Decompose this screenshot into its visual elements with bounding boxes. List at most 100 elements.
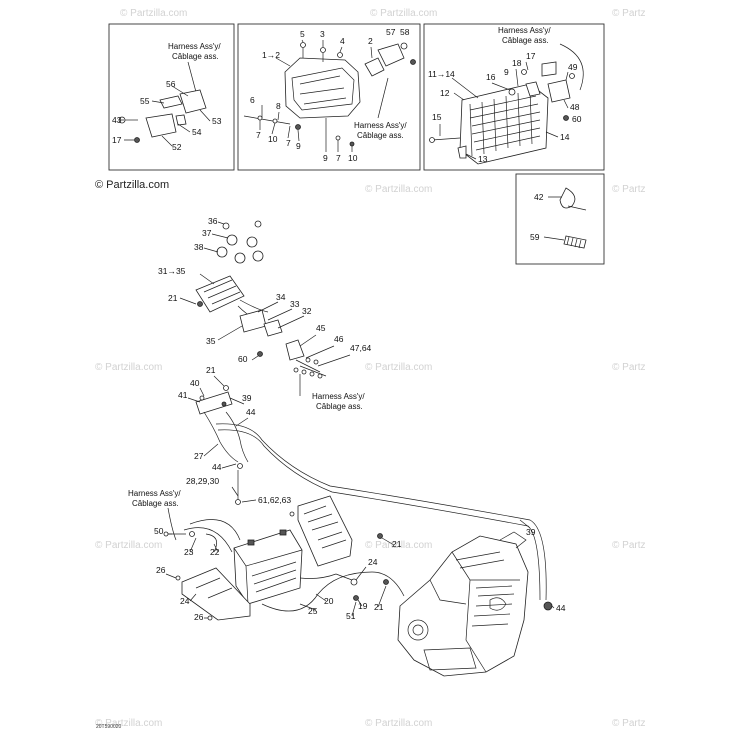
part-label: 58 — [400, 27, 410, 37]
washer — [257, 115, 263, 121]
part-label: 8 — [276, 101, 281, 111]
inset-frame — [108, 23, 235, 171]
engine-pulley — [407, 619, 429, 641]
part-label: 61,62,63 — [258, 495, 291, 505]
harness-label: Câblage ass. — [502, 36, 549, 45]
part-label: 44 — [246, 407, 256, 417]
screw — [289, 511, 295, 517]
watermark: © Partzilla.com — [95, 540, 162, 551]
panel-ribs — [303, 505, 347, 549]
fuse — [457, 145, 467, 159]
leader-line — [187, 61, 197, 93]
terminal — [350, 578, 358, 586]
battery-cable — [183, 519, 241, 553]
inset-box-hardware: 42 59 — [515, 173, 605, 265]
part-label: 21 — [168, 293, 178, 303]
part-label: 21 — [374, 602, 384, 612]
part-label: 31→35 — [158, 266, 186, 276]
part-label: 15 — [432, 112, 442, 122]
part-label: 19 — [358, 601, 368, 611]
part-label: 24 — [368, 557, 378, 567]
part-label: 56 — [166, 79, 176, 89]
engine-fins — [455, 551, 515, 627]
cable — [203, 411, 239, 463]
leader-lines — [179, 221, 351, 396]
inset-frame — [423, 23, 605, 171]
grommet-ribs — [566, 236, 582, 249]
part-label: 54 — [192, 127, 202, 137]
part-label: 43 — [112, 115, 122, 125]
part-label: 7 — [336, 153, 341, 163]
cable-tie — [559, 187, 576, 209]
nut — [197, 301, 203, 307]
bulb — [364, 57, 385, 77]
screw — [569, 73, 575, 79]
socket-cap — [400, 42, 408, 50]
part-label: 3 — [320, 29, 325, 39]
part-label: 55 — [140, 96, 150, 106]
tray-ribs — [195, 577, 233, 599]
harness-label: Harness Ass'y/ — [498, 26, 551, 35]
engine-edges — [429, 551, 520, 673]
watermark: © Partz — [612, 8, 646, 19]
connector-clip — [525, 81, 541, 97]
watermarks: © Partzilla.com © Partzilla.com © Partz … — [95, 8, 646, 729]
screw — [223, 385, 229, 391]
nut — [349, 141, 355, 147]
part-label: 21 — [392, 539, 402, 549]
connector-housing — [179, 89, 207, 114]
inset-box-regulator: Harness Ass'y/ Câblage ass. 11→14 17 18 … — [423, 23, 605, 171]
screw-head — [429, 137, 435, 143]
leader-line — [167, 507, 177, 541]
watermark: © Partz — [612, 184, 646, 195]
ignition-module — [195, 275, 245, 313]
terminal — [313, 359, 319, 365]
part-label: 44 — [212, 462, 222, 472]
harness-label: Câblage ass. — [172, 52, 219, 61]
part-label: 48 — [570, 102, 580, 112]
harness-label: Harness Ass'y/ — [128, 489, 181, 498]
part-label: 60 — [238, 354, 248, 364]
part-label: 60 — [572, 114, 582, 124]
cable-tie-tail — [567, 205, 587, 211]
watermark: © Partzilla.com — [365, 362, 432, 373]
copyright-notice: © Partzilla.com — [95, 179, 169, 191]
cable-end — [543, 601, 553, 611]
part-label: 47,64 — [350, 343, 372, 353]
drop-mark — [257, 351, 263, 357]
connector — [263, 319, 283, 337]
part-label: 40 — [190, 378, 200, 388]
watermark: © Partzilla.com — [95, 362, 162, 373]
nut — [295, 124, 301, 130]
watermark: © Partzilla.com — [370, 8, 437, 19]
ground-cable — [261, 571, 405, 612]
leader-lines — [543, 196, 565, 241]
harness-label: Harness Ass'y/ — [168, 42, 221, 51]
part-label: 9 — [504, 67, 509, 77]
battery-terminal — [279, 529, 287, 536]
part-label: 50 — [154, 526, 164, 536]
part-label: 21 — [206, 365, 216, 375]
inset-box-connector: Harness Ass'y/ Câblage ass. 56 55 53 43 … — [108, 23, 235, 171]
part-label: 10 — [268, 134, 278, 144]
part-label: 1→2 — [262, 50, 280, 60]
part-label: 24 — [180, 596, 190, 606]
part-label: 26 — [156, 565, 166, 575]
nut — [383, 579, 389, 585]
engine-intake — [499, 531, 527, 549]
part-label: 11→14 — [428, 69, 455, 79]
part-label: 17 — [112, 135, 122, 145]
adjuster-bolt — [243, 115, 291, 125]
cooling-fins — [469, 95, 541, 151]
harness-label: Harness Ass'y/ — [354, 121, 407, 130]
watermark: © Partz — [612, 718, 646, 729]
battery-tray — [181, 567, 251, 621]
connector — [239, 309, 267, 333]
inset-box-headlamp: Harness Ass'y/ Câblage ass. 1→2 5 3 4 2 … — [237, 23, 421, 171]
part-label: 37 — [202, 228, 212, 238]
ignition-module-assembly: 36 37 38 31→35 21 34 33 32 35 45 46 47,6… — [158, 216, 372, 411]
battery — [233, 529, 303, 605]
harness-label: Câblage ass. — [132, 499, 179, 508]
part-label: 17 — [526, 51, 536, 61]
cable — [225, 411, 249, 463]
